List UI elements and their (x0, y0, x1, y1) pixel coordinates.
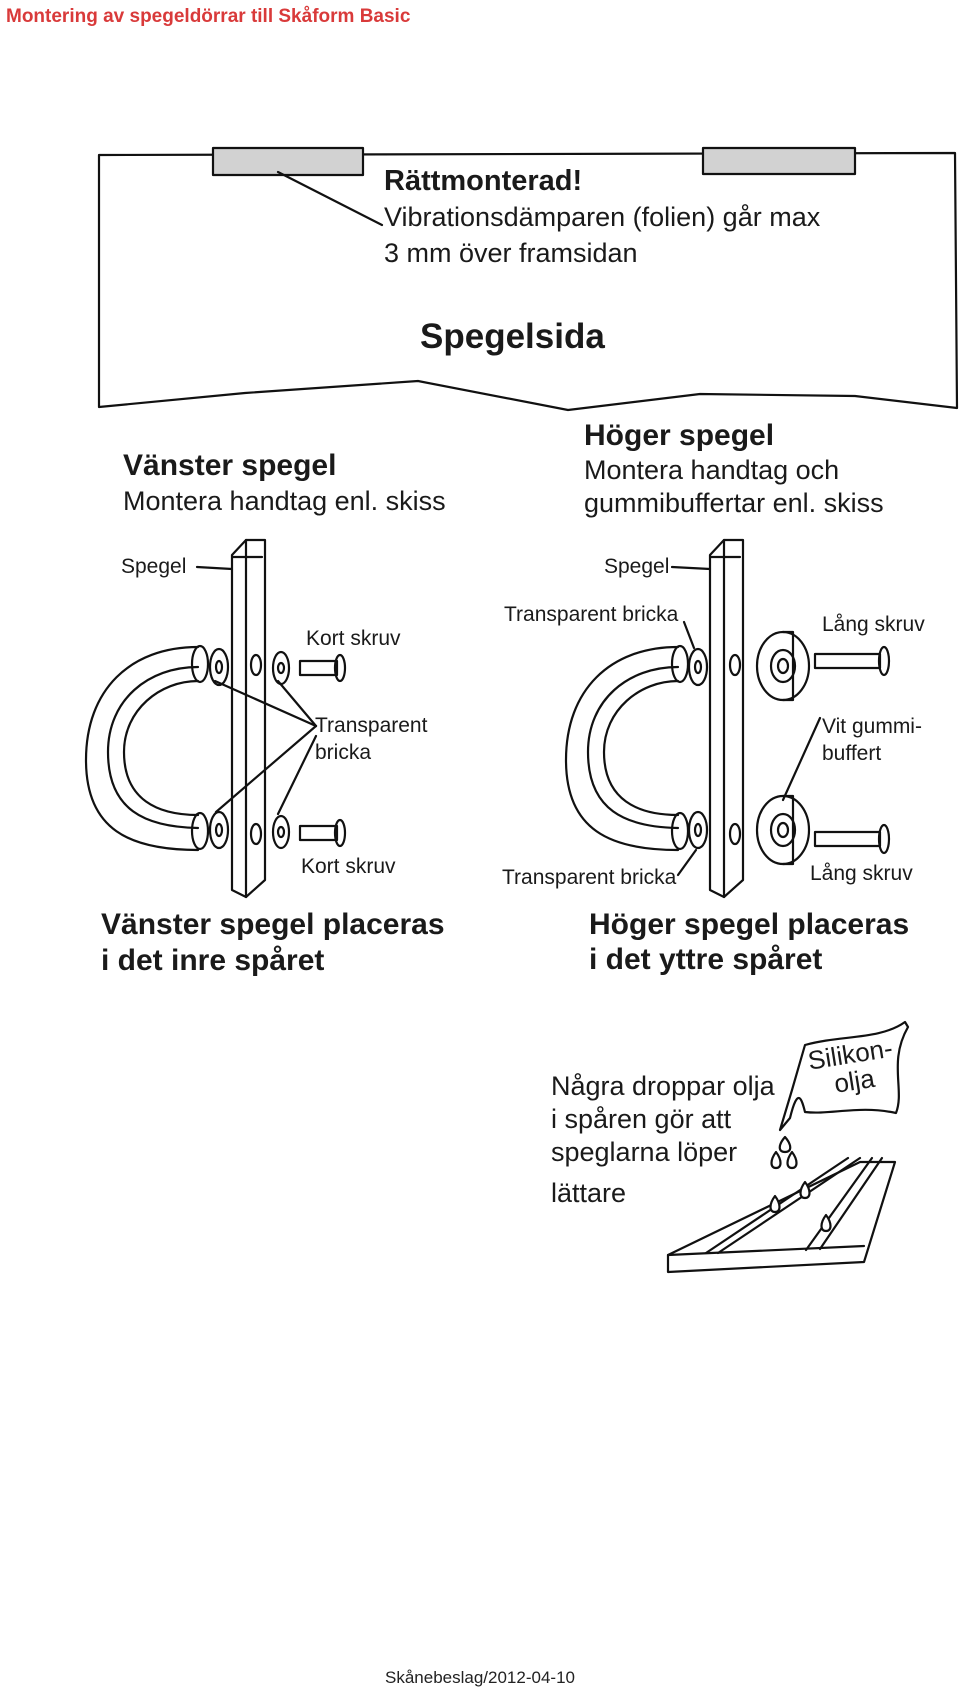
right-handle-icon (564, 644, 690, 852)
left-heading: Vänster spegel (123, 449, 337, 482)
left-placement-line1: Vänster spegel placeras (101, 908, 445, 941)
left-label-kort-skruv-top: Kort skruv (306, 627, 401, 650)
right-heading: Höger spegel (584, 419, 775, 452)
left-label-kort-skruv-bottom: Kort skruv (301, 855, 396, 878)
right-hole-top (728, 653, 742, 677)
oil-line3: speglarna löper (551, 1137, 738, 1167)
right-pointers (676, 620, 822, 877)
right-label-lang-skruv-bottom: Lång skruv (810, 862, 913, 885)
left-transparent-pointers (213, 679, 318, 816)
oil-line2: i spåren gör att (551, 1104, 732, 1134)
right-sub-line1: Montera handtag och (584, 455, 840, 485)
left-sub: Montera handtag enl. skiss (123, 486, 446, 516)
left-washer-icons (208, 647, 291, 850)
top-note-heading: Rättmonterad! (384, 165, 583, 197)
left-label-transparent-1: Transparent (315, 714, 428, 737)
right-label-vit-1: Vit gummi- (822, 715, 922, 738)
top-note-line1: Vibrationsdämparen (folien) går max (384, 202, 821, 232)
left-hole-top (249, 653, 263, 677)
left-mirror-edge (230, 538, 267, 899)
right-label-transparent-top: Transparent bricka (504, 603, 679, 626)
right-long-screw-icons (813, 645, 891, 855)
footer: Skånebeslag/2012-04-10 (385, 1668, 575, 1687)
right-label-spegel: Spegel (604, 555, 670, 578)
left-label-spegel: Spegel (121, 555, 187, 578)
right-label-lang-skruv-top: Lång skruv (822, 613, 925, 636)
right-placement-line1: Höger spegel placeras (589, 908, 910, 941)
right-placement-line2: i det yttre spåret (589, 943, 823, 976)
damper-pointer (276, 170, 384, 227)
right-sub-line2: gummibuffertar enl. skiss (584, 488, 884, 518)
right-label-vit-2: buffert (822, 742, 882, 765)
page-title: Montering av spegeldörrar till Skåform B… (6, 6, 411, 27)
oil-bottle-icon (778, 1020, 910, 1132)
oil-line1: Några droppar olja (551, 1071, 775, 1101)
top-note-line2: 3 mm över framsidan (384, 238, 638, 268)
right-spegel-pointer (670, 565, 712, 571)
rubber-buffer-icons (755, 630, 811, 866)
oil-line4: lättare (551, 1178, 627, 1208)
left-short-screw-icons (298, 653, 347, 848)
right-label-transparent-bottom: Transparent bricka (502, 866, 677, 889)
oil-drop-icons (769, 1135, 832, 1233)
left-spegel-pointer (195, 565, 234, 571)
mirror-side-label: Spegelsida (420, 317, 605, 356)
mirror-panel-outline (97, 151, 959, 412)
left-placement-line2: i det inre spåret (101, 944, 325, 977)
left-label-transparent-2: bricka (315, 741, 372, 764)
right-damper-strip (701, 146, 857, 176)
left-damper-strip (211, 146, 365, 177)
right-washer-icons (687, 647, 709, 850)
right-hole-bottom (728, 822, 742, 846)
left-hole-bottom (249, 822, 263, 846)
left-handle-icon (84, 644, 210, 852)
rail-icon (666, 1156, 897, 1274)
right-mirror-edge (708, 538, 745, 899)
